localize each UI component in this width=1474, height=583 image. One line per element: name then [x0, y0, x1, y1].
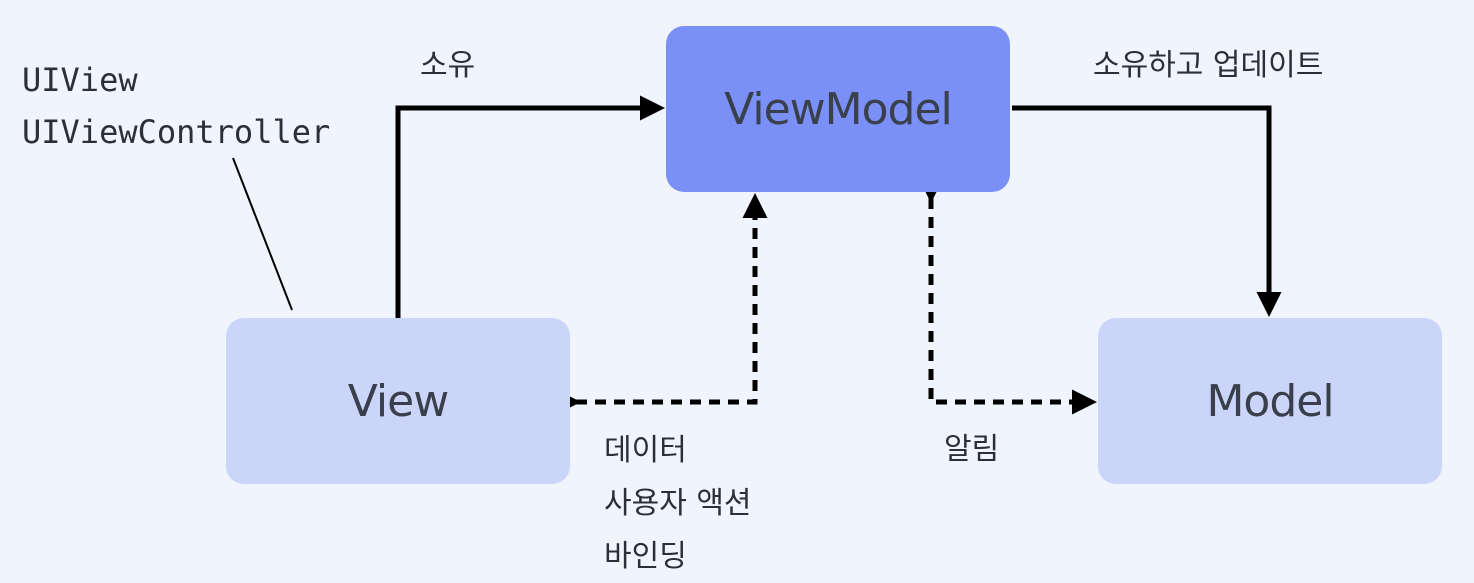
binding-line-user-action: 사용자 액션 — [604, 486, 752, 521]
model-label: Model — [1206, 375, 1334, 427]
annotation-pointer-line — [232, 157, 293, 311]
arrow-view-to-viewmodel — [395, 95, 665, 318]
arrow-viewmodel-to-model — [1012, 105, 1282, 317]
edge-label-notify: 알림 — [944, 432, 1000, 467]
annotation-line-uiview: UIView — [22, 61, 138, 99]
viewmodel-node: ViewModel — [666, 26, 1010, 192]
viewmodel-label: ViewModel — [724, 83, 953, 135]
annotation-uiview: UIView UIViewController — [22, 54, 330, 158]
edge-label-owns-and-updates: 소유하고 업데이트 — [1093, 48, 1324, 83]
edge-label-owns: 소유 — [420, 48, 476, 83]
binding-line-binding: 바인딩 — [604, 539, 687, 574]
view-node: View — [226, 318, 570, 484]
model-node: Model — [1098, 318, 1442, 484]
arrow-notify-dashed — [918, 178, 1097, 415]
annotation-line-uiviewcontroller: UIViewController — [22, 113, 331, 151]
edge-label-binding: 데이터 사용자 액션 바인딩 — [604, 424, 752, 583]
binding-line-data: 데이터 — [604, 433, 687, 468]
arrow-binding-dashed — [556, 193, 768, 415]
view-label: View — [347, 375, 449, 427]
